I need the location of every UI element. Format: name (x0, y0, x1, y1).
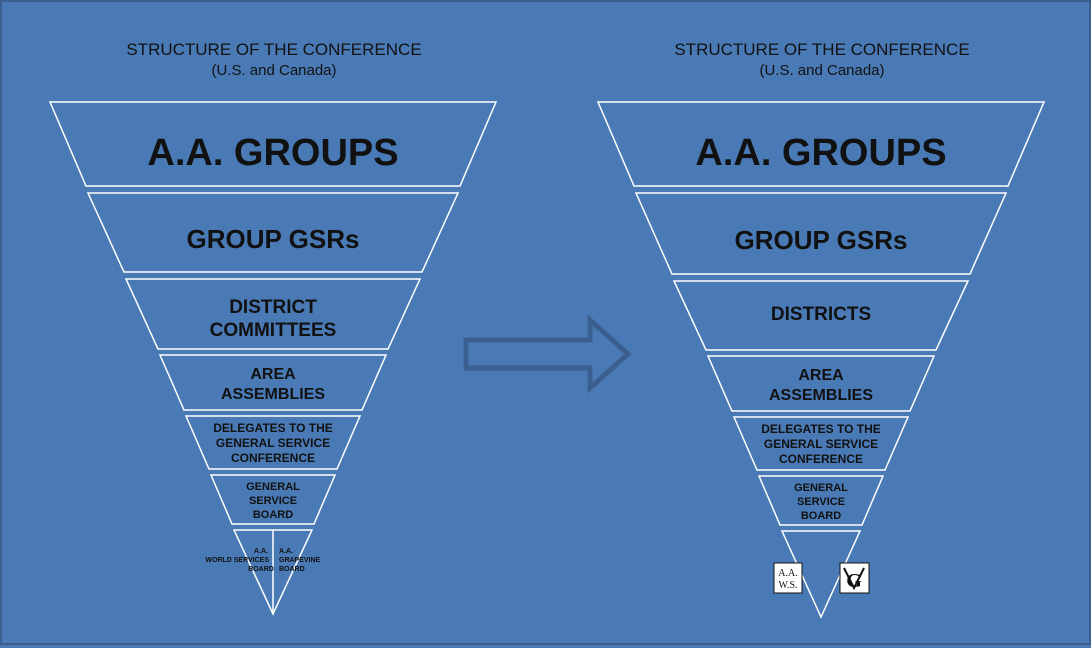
svg-text:G: G (846, 570, 862, 592)
right-tier-areas (706, 355, 936, 412)
left-tier-groups (48, 101, 498, 187)
left-delegates-label-3: CONFERENCE (231, 451, 315, 465)
left-ws-label-3: BOARD (248, 566, 274, 573)
left-subtitle: (U.S. and Canada) (211, 62, 336, 79)
grapevine-logo-icon: G (839, 562, 870, 594)
left-area-label-2: ASSEMBLIES (221, 386, 325, 403)
left-tier-gsrs (86, 192, 460, 273)
left-tier-areas (158, 354, 388, 411)
right-tier-board (757, 475, 885, 526)
right-tier-groups (596, 101, 1046, 187)
left-ws-label-2: WORLD SERVICES (205, 557, 269, 564)
right-board-label-3: BOARD (801, 510, 841, 522)
left-gv-label-3: BOARD (279, 566, 305, 573)
left-groups-label: A.A. GROUPS (147, 132, 398, 174)
left-delegates-label-2: GENERAL SERVICE (216, 436, 330, 450)
left-board-label-3: BOARD (253, 509, 293, 521)
left-delegates-label-1: DELEGATES TO THE (213, 421, 333, 435)
left-district-label-2: COMMITTEES (210, 320, 337, 341)
right-arrow-icon (463, 314, 632, 394)
left-tier-delegates (184, 415, 362, 470)
left-tier-districts (124, 278, 422, 350)
right-delegates-label-1: DELEGATES TO THE (761, 422, 881, 436)
left-area-label-1: AREA (250, 366, 296, 383)
left-title: STRUCTURE OF THE CONFERENCE (126, 40, 421, 59)
right-board-label-2: SERVICE (797, 496, 845, 508)
right-delegates-label-2: GENERAL SERVICE (764, 437, 878, 451)
right-groups-label: A.A. GROUPS (695, 132, 946, 174)
right-area-label-1: AREA (798, 367, 844, 384)
aaws-logo-icon: A.A. W.S. (773, 562, 803, 594)
right-area-label-2: ASSEMBLIES (769, 387, 873, 404)
right-tier-delegates (732, 416, 910, 471)
right-tier-gsrs (634, 192, 1008, 275)
right-tier-districts (672, 280, 970, 351)
aaws-logo-text-2: W.S. (778, 580, 797, 591)
left-gv-label-1: A.A. (279, 548, 293, 555)
right-board-label-1: GENERAL (794, 482, 848, 494)
right-subtitle: (U.S. and Canada) (759, 62, 884, 79)
left-tier-board (209, 474, 337, 525)
left-gsrs-label: GROUP GSRs (187, 224, 360, 254)
left-ws-label-1: A.A. (254, 548, 268, 555)
left-gv-label-2: GRAPEVINE (279, 557, 321, 564)
right-title: STRUCTURE OF THE CONFERENCE (674, 40, 969, 59)
right-delegates-label-3: CONFERENCE (779, 452, 863, 466)
left-board-label-2: SERVICE (249, 495, 297, 507)
left-board-label-1: GENERAL (246, 481, 300, 493)
aaws-logo-text-1: A.A. (778, 568, 797, 579)
right-gsrs-label: GROUP GSRs (735, 225, 908, 255)
right-districts-label: DISTRICTS (771, 304, 871, 325)
left-district-label-1: DISTRICT (229, 297, 317, 318)
